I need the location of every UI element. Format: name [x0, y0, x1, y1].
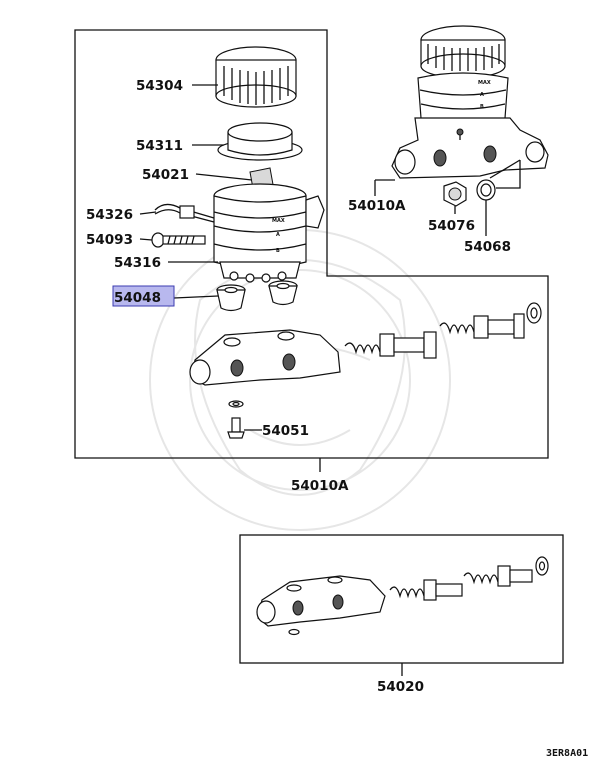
label-54010A-main: 54010A: [291, 478, 349, 494]
secondary-piston-assembly-drawing: [389, 556, 549, 601]
gasket-washer-drawing: [476, 179, 496, 201]
grommet-drawing: [216, 280, 298, 312]
piston-assembly-drawing: [344, 302, 542, 359]
label-54076: 54076: [428, 218, 475, 234]
bleeder-plug-drawing: [227, 400, 245, 439]
diaphragm-drawing: [217, 122, 303, 161]
label-54316: 54316: [114, 255, 161, 271]
label-54093: 54093: [86, 232, 133, 248]
label-54068: 54068: [464, 239, 511, 255]
label-54311: 54311: [136, 138, 183, 154]
cylinder-body-drawing: [189, 329, 341, 386]
main-assembly-outline: [74, 29, 549, 459]
label-54051: 54051: [262, 423, 309, 439]
level-warning-switch-drawing: [154, 203, 215, 223]
main-b-mark: B: [276, 248, 280, 254]
reservoir-screw-drawing: [151, 232, 206, 248]
leader-lines: [139, 84, 487, 676]
main-max-mark: MAX: [272, 218, 285, 224]
label-54020: 54020: [377, 679, 424, 695]
label-54304: 54304: [136, 78, 183, 94]
complete-master-cylinder-drawing: MAX A B: [391, 25, 549, 179]
secondary-cylinder-body-drawing: [256, 575, 386, 636]
main-a-mark: A: [276, 232, 280, 238]
label-54048[interactable]: 54048: [114, 290, 161, 306]
top-a-mark: A: [480, 92, 484, 98]
label-54326: 54326: [86, 207, 133, 223]
top-b-mark: B: [480, 104, 484, 110]
label-54021: 54021: [142, 167, 189, 183]
top-max-mark: MAX: [478, 80, 491, 86]
diagram-reference-code: 3ER8A01: [546, 748, 588, 759]
label-54048-highlight[interactable]: [112, 285, 175, 307]
label-54010A-top: 54010A: [348, 198, 406, 214]
union-bolt-drawing: [443, 181, 467, 207]
reservoir-body-drawing: MAX A B: [213, 183, 325, 283]
reservoir-cap-drawing: [215, 46, 297, 108]
